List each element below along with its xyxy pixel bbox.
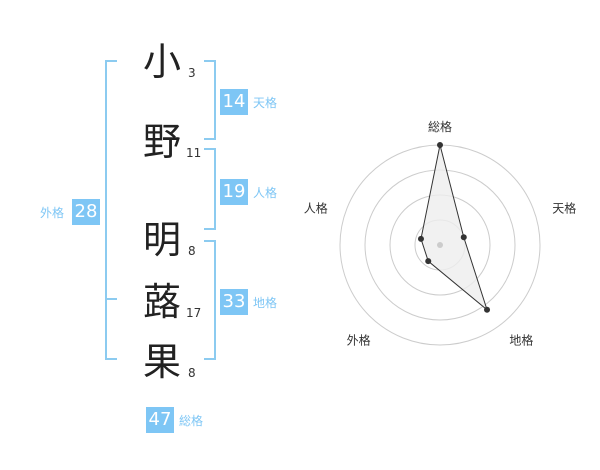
gaikaku-bracket: [105, 60, 117, 360]
stroke-count-3: 8: [188, 244, 196, 258]
tenkaku-label: 天格: [253, 96, 278, 110]
chikaku-bracket: [204, 240, 216, 360]
gaikaku-label: 外格: [40, 206, 65, 220]
radar-point-3: [484, 306, 491, 313]
jinkaku-bracket: [204, 148, 216, 230]
jinkaku-label: 人格: [253, 186, 278, 200]
name-char-5: 果: [142, 340, 181, 384]
radar-axis-label-4: 外格: [347, 333, 371, 348]
name-char-4: 蕗: [142, 280, 181, 324]
radar-points: [417, 142, 491, 313]
name-char-2: 野: [142, 120, 181, 164]
stroke-count-5: 8: [188, 366, 196, 380]
name-char-1: 小: [142, 40, 181, 84]
gaikaku-bracket-tick: [105, 298, 117, 300]
radar-point-4: [425, 258, 432, 265]
gaikaku-score: 28: [72, 199, 100, 225]
chikaku-score: 33: [220, 289, 248, 315]
radar-polygon: [420, 144, 489, 312]
stroke-count-1: 3: [188, 66, 196, 80]
radar-point-5: [417, 235, 424, 242]
radar-axis-label-2: 天格: [552, 201, 576, 216]
radar-axis-label-1: 総格: [428, 119, 452, 134]
soukaku-label: 総格: [179, 414, 204, 428]
soukaku-score: 47: [146, 407, 174, 433]
stroke-count-4: 17: [186, 306, 202, 320]
tenkaku-bracket: [204, 60, 216, 140]
radar-axis-label-5: 人格: [304, 201, 328, 216]
radar-point-1: [437, 142, 443, 148]
stroke-count-2: 11: [186, 146, 202, 160]
radar-point-2: [460, 234, 467, 241]
radar-axis-label-3: 地格: [509, 333, 533, 348]
chikaku-label: 地格: [253, 296, 278, 310]
tenkaku-score: 14: [220, 89, 248, 115]
radar-center-dot: [437, 242, 443, 248]
jinkaku-score: 19: [220, 179, 248, 205]
name-char-3: 明: [142, 218, 181, 262]
